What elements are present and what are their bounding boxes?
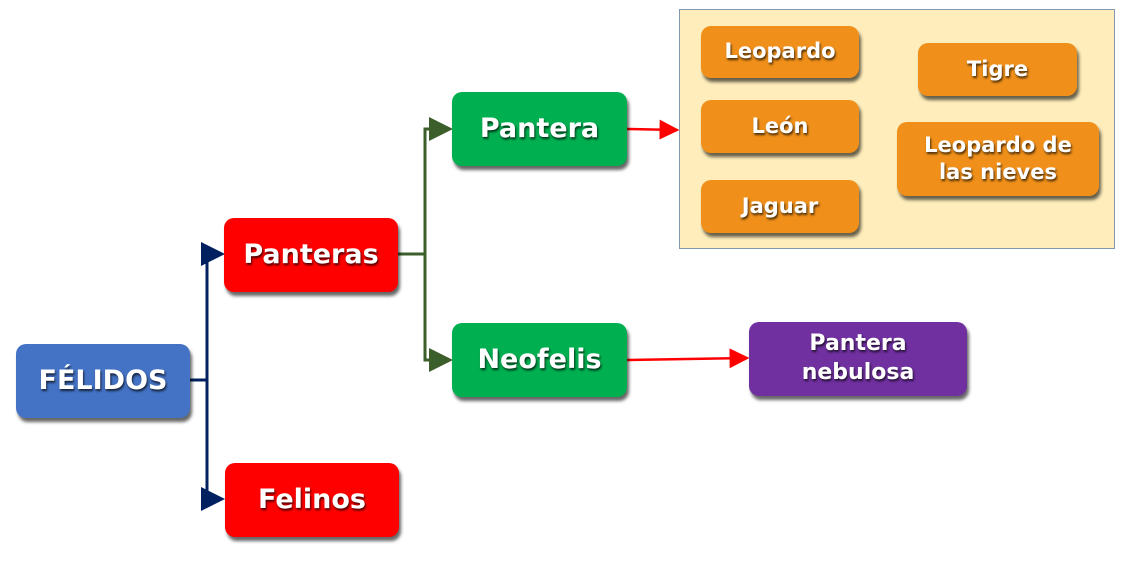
node-neofelis: Neofelis: [452, 323, 627, 397]
arrow-neofelis-nebulosa: [626, 348, 750, 369]
node-tigre: Tigre: [918, 43, 1077, 96]
node-felinos: Felinos: [225, 463, 399, 537]
arrow-pantera-species: [626, 119, 680, 140]
node-jaguar: Jaguar: [701, 180, 859, 233]
connector-panteras: [398, 117, 453, 372]
node-pantera: Pantera: [452, 92, 627, 166]
node-leopardo-nieves: Leopardo de las nieves: [897, 122, 1099, 196]
node-pantera-nebulosa: Pantera nebulosa: [749, 322, 967, 396]
node-felidos: FÉLIDOS: [16, 344, 190, 418]
node-panteras: Panteras: [224, 218, 398, 292]
connector-felidos: [190, 242, 225, 511]
node-leon: León: [701, 100, 859, 153]
node-leopardo: Leopardo: [701, 26, 859, 78]
